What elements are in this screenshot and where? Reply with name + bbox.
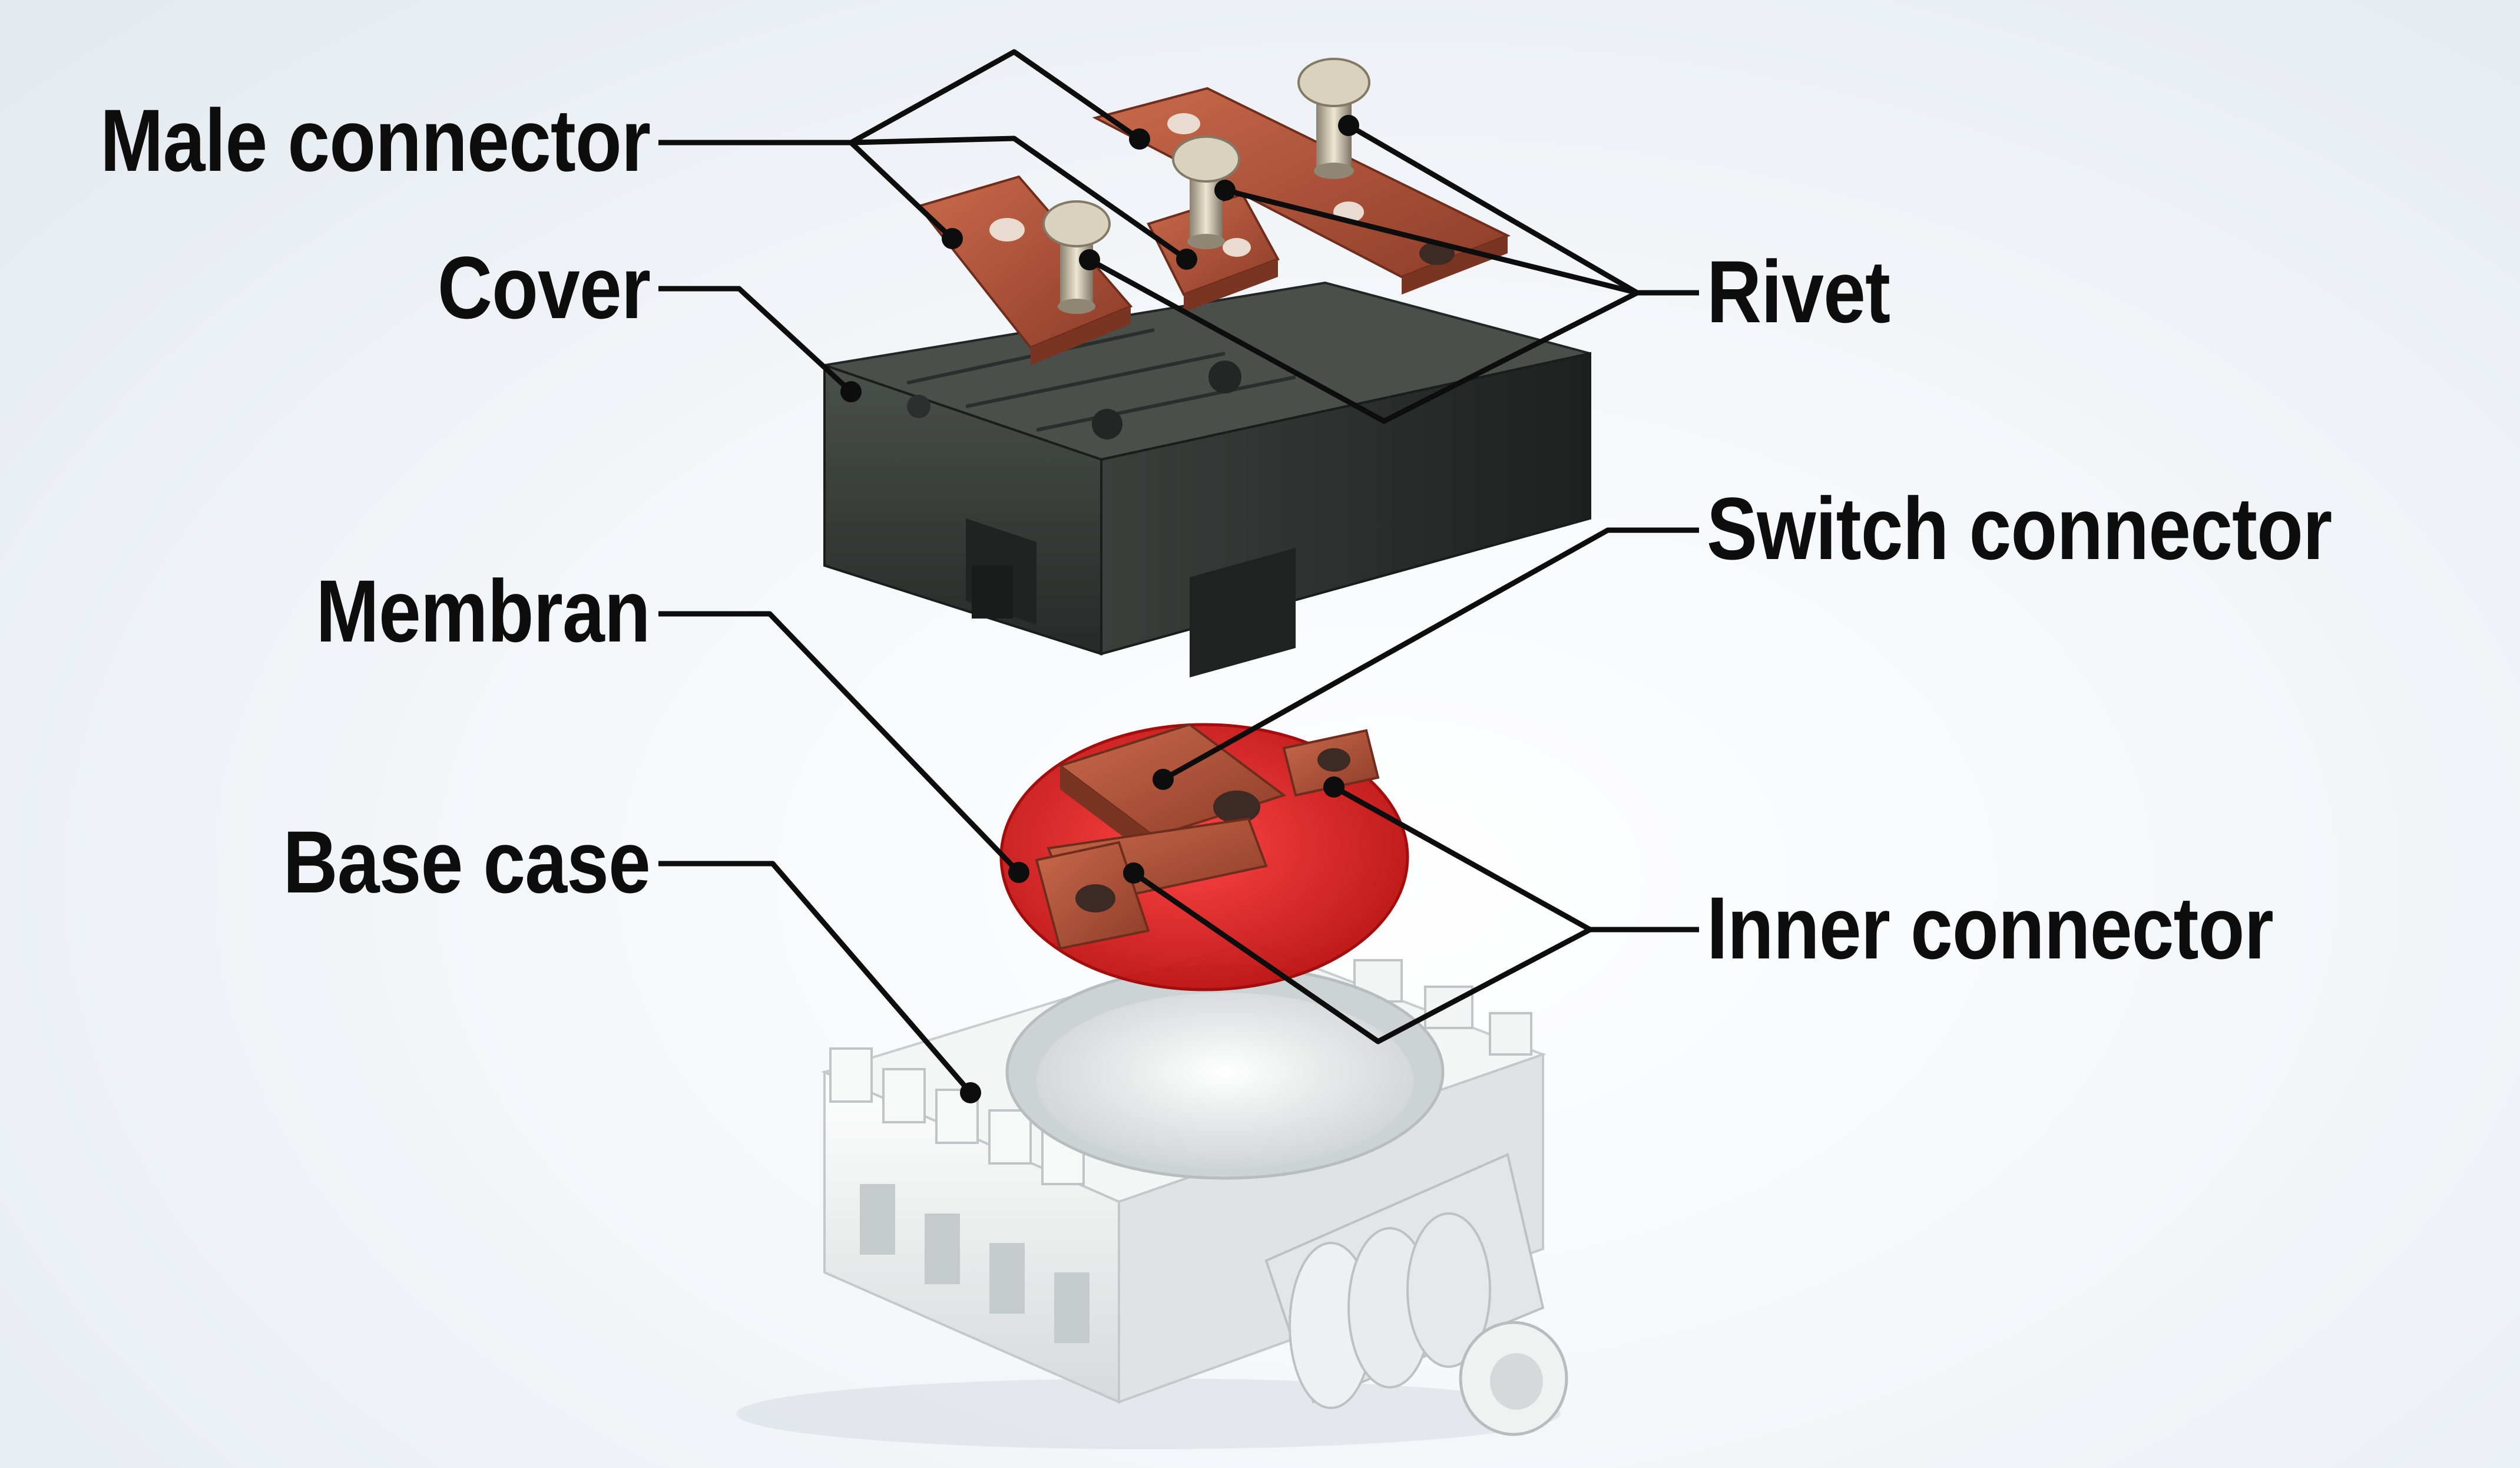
leader-cover — [658, 289, 851, 392]
membrane-part — [1001, 725, 1408, 990]
label-cover: Cover — [438, 243, 650, 332]
label-rivet: Rivet — [1707, 247, 1890, 336]
leader-male-connector — [658, 52, 1140, 143]
label-membran: Membran — [316, 567, 650, 655]
cover-part — [824, 283, 1590, 677]
label-inner-connector: Inner connector — [1707, 884, 2273, 972]
label-male-connector: Male connector — [100, 96, 650, 184]
label-switch-connector: Switch connector — [1707, 484, 2332, 573]
male-connector-front — [919, 177, 1131, 365]
leader-membran — [658, 614, 1019, 872]
label-base-case: Base case — [283, 818, 650, 906]
leader-male-connector-branch-front — [851, 143, 952, 239]
base-case-part — [736, 943, 1567, 1449]
male-connector-rear — [1095, 88, 1508, 295]
